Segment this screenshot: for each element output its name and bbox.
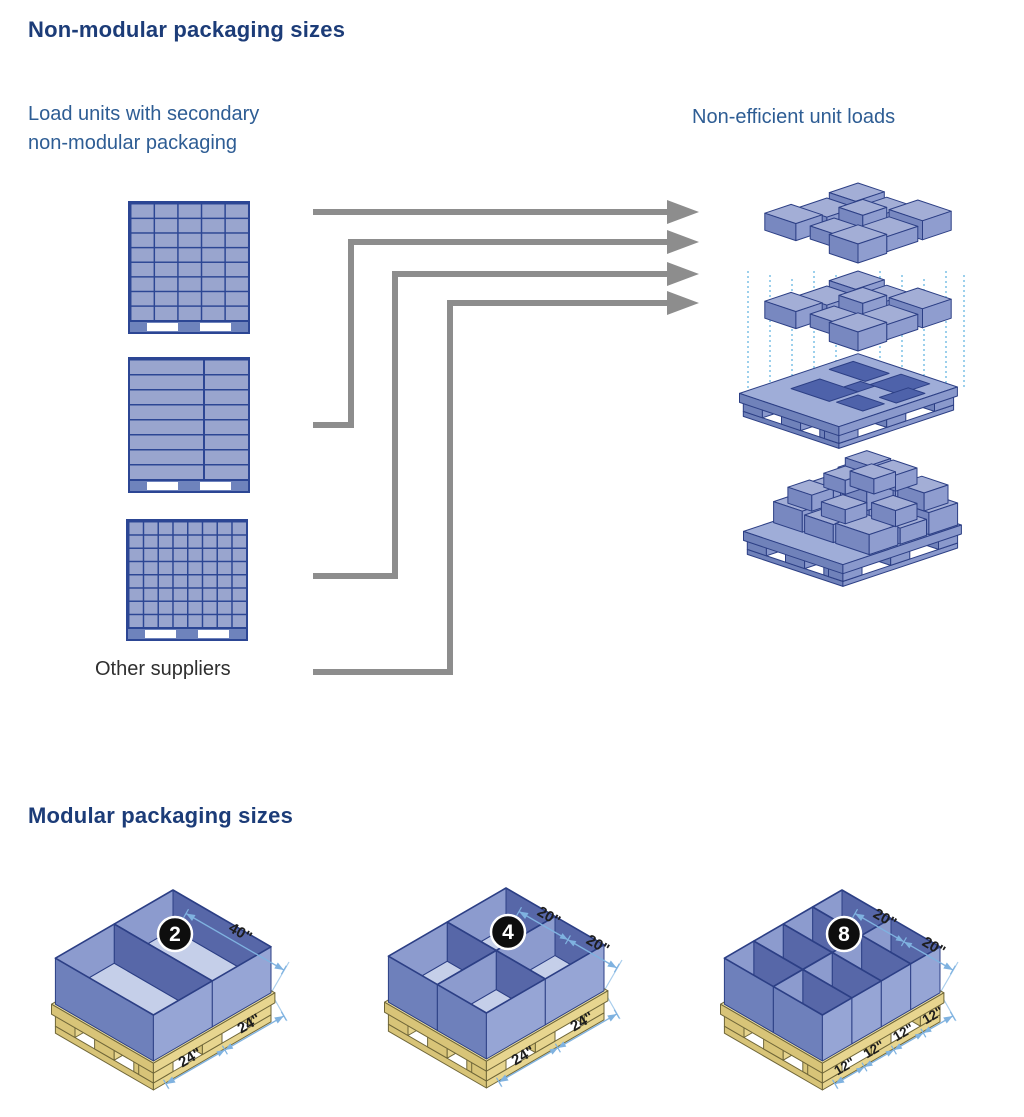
- pallet-base: [128, 320, 250, 334]
- flow-arrow-2-line: [313, 239, 668, 428]
- modular-pallet-art: [384, 887, 623, 1089]
- other-suppliers-label: Other suppliers: [95, 658, 231, 680]
- box-count-number: 2: [169, 923, 181, 946]
- supplier-pallet-3: [126, 519, 248, 641]
- supplier-pallet-2: [128, 357, 250, 493]
- supplier-pallet-1: [128, 201, 250, 334]
- pallet-grid-2x8: [128, 357, 250, 481]
- box-count-number: 8: [838, 923, 850, 946]
- left-column-label-line2: non-modular packaging: [28, 132, 238, 154]
- pallet-base: [126, 627, 248, 641]
- section-title-modular: Modular packaging sizes: [28, 803, 294, 828]
- box-count-badge: 2: [156, 915, 194, 953]
- flow-arrow-4-line: [313, 300, 668, 675]
- left-column-label-line1: Load units with secondary: [28, 103, 260, 125]
- flow-arrow-1-head: [667, 200, 699, 224]
- flow-arrow-4-head: [667, 291, 699, 315]
- non-efficient-unit-loads-art: [739, 182, 965, 587]
- modular-pallet-art: [51, 889, 290, 1091]
- left-column-label: Load units with secondary non-modular pa…: [28, 100, 259, 158]
- box-count-badge: 8: [825, 915, 863, 953]
- modular-pallet-2-boxes: 40"24"24"2: [51, 889, 290, 1091]
- exploded-unit-load-art: [739, 182, 965, 587]
- right-column-label: Non-efficient unit loads: [692, 106, 896, 128]
- modular-pallet-8-boxes: 20"20"12"12"12"12"8: [720, 889, 959, 1091]
- box-count-number: 4: [502, 921, 514, 944]
- box-count-badge: 4: [489, 913, 527, 951]
- pallet-grid-8x8: [126, 519, 248, 629]
- modular-pallet-4-boxes: 20"20"24"24"4: [384, 887, 623, 1089]
- section-title-non-modular: Non-modular packaging sizes: [28, 17, 346, 42]
- pallet-grid-5x8: [128, 201, 250, 322]
- flow-arrows: [313, 200, 699, 675]
- flow-arrow-3-line: [313, 271, 668, 579]
- pallet-base: [128, 479, 250, 493]
- flow-arrow-3-head: [667, 262, 699, 286]
- flow-arrow-2-head: [667, 230, 699, 254]
